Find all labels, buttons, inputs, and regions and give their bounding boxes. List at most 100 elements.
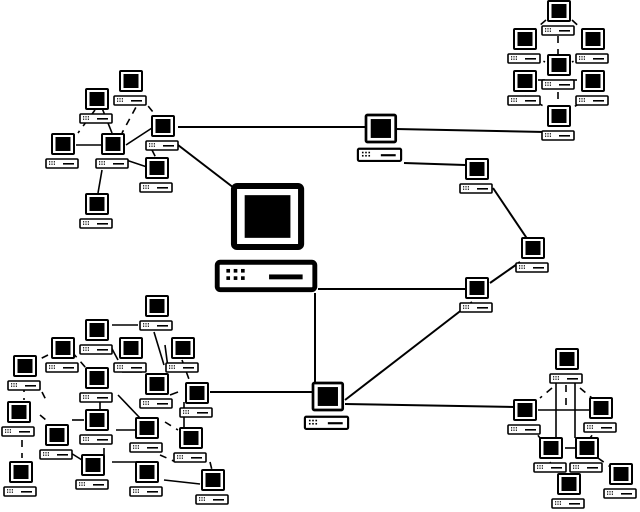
vent bbox=[137, 489, 139, 491]
vent bbox=[185, 412, 187, 414]
screen bbox=[13, 465, 29, 479]
drive-slot bbox=[157, 403, 168, 405]
vent bbox=[201, 497, 203, 499]
vent bbox=[513, 429, 515, 431]
link-sw bbox=[163, 479, 201, 485]
vent bbox=[87, 116, 89, 118]
vent bbox=[15, 383, 17, 385]
vent bbox=[9, 431, 11, 433]
link-nw bbox=[125, 159, 148, 168]
vent bbox=[11, 385, 13, 387]
screen bbox=[139, 421, 155, 435]
screen bbox=[149, 161, 165, 175]
drive-slot bbox=[97, 349, 108, 351]
vent bbox=[47, 454, 49, 456]
vent bbox=[365, 154, 367, 157]
vent bbox=[515, 427, 517, 429]
vent bbox=[137, 491, 139, 493]
vent bbox=[555, 503, 557, 505]
vent bbox=[83, 439, 85, 441]
link-sw bbox=[117, 394, 141, 419]
screen bbox=[105, 137, 121, 151]
drive-slot bbox=[163, 145, 174, 147]
vent bbox=[523, 265, 525, 267]
vent bbox=[179, 455, 181, 457]
screen bbox=[517, 32, 533, 46]
computer-icon bbox=[3, 461, 37, 497]
vent bbox=[51, 163, 53, 165]
vent bbox=[581, 98, 583, 100]
computer-icon bbox=[173, 427, 207, 463]
vent bbox=[511, 100, 513, 102]
vent bbox=[573, 465, 575, 467]
screen bbox=[317, 387, 338, 406]
vent bbox=[607, 491, 609, 493]
vent bbox=[81, 484, 83, 486]
vent bbox=[575, 465, 577, 467]
link-nw bbox=[97, 169, 103, 194]
vent bbox=[545, 133, 547, 135]
vent bbox=[577, 465, 579, 467]
vent bbox=[467, 305, 469, 307]
vent bbox=[515, 98, 517, 100]
hub-computer-icon bbox=[459, 277, 493, 313]
vent bbox=[573, 467, 575, 469]
vent bbox=[515, 100, 517, 102]
vent bbox=[611, 493, 613, 495]
vent bbox=[121, 100, 123, 102]
vent bbox=[545, 135, 547, 137]
link-hub-n-cluster-ne bbox=[395, 128, 546, 133]
vent bbox=[9, 491, 11, 493]
vent bbox=[581, 100, 583, 102]
vent bbox=[513, 58, 515, 60]
vent bbox=[143, 325, 145, 327]
link-sw bbox=[37, 354, 49, 361]
vent bbox=[607, 493, 609, 495]
vent bbox=[83, 221, 85, 223]
vent bbox=[308, 422, 311, 425]
vent bbox=[368, 154, 371, 157]
vent bbox=[547, 135, 549, 137]
vent bbox=[515, 429, 517, 431]
vent bbox=[557, 503, 559, 505]
drive-slot bbox=[25, 385, 36, 387]
vent bbox=[145, 401, 147, 403]
drive-slot bbox=[525, 100, 536, 102]
vent bbox=[579, 56, 581, 58]
screen bbox=[49, 428, 65, 442]
vent bbox=[51, 365, 53, 367]
vent bbox=[145, 187, 147, 189]
vent bbox=[137, 447, 139, 449]
vent bbox=[539, 467, 541, 469]
vent bbox=[557, 376, 559, 378]
vent bbox=[149, 143, 151, 145]
vent bbox=[5, 431, 7, 433]
vent bbox=[53, 365, 55, 367]
vent bbox=[171, 367, 173, 369]
screen bbox=[17, 359, 33, 373]
vent bbox=[591, 425, 593, 427]
screen bbox=[155, 119, 171, 133]
vent bbox=[521, 265, 523, 267]
vent bbox=[545, 28, 547, 30]
vent bbox=[233, 268, 238, 273]
vent bbox=[83, 118, 85, 120]
link-hub-nw-server bbox=[177, 144, 235, 189]
drive-slot bbox=[525, 429, 536, 431]
vent bbox=[135, 489, 137, 491]
vent bbox=[226, 276, 231, 280]
vent bbox=[117, 100, 119, 102]
vent bbox=[101, 163, 103, 165]
vent bbox=[83, 116, 85, 118]
vent bbox=[169, 365, 171, 367]
vent bbox=[143, 187, 145, 189]
hub-computer-icon bbox=[459, 158, 493, 194]
drive-slot bbox=[19, 431, 30, 433]
backbone-links bbox=[177, 126, 546, 408]
screen bbox=[55, 137, 71, 151]
link-hub-e1-hub-e2 bbox=[492, 187, 529, 241]
drive-slot bbox=[63, 163, 74, 165]
vent bbox=[87, 395, 89, 397]
vent bbox=[547, 28, 549, 30]
